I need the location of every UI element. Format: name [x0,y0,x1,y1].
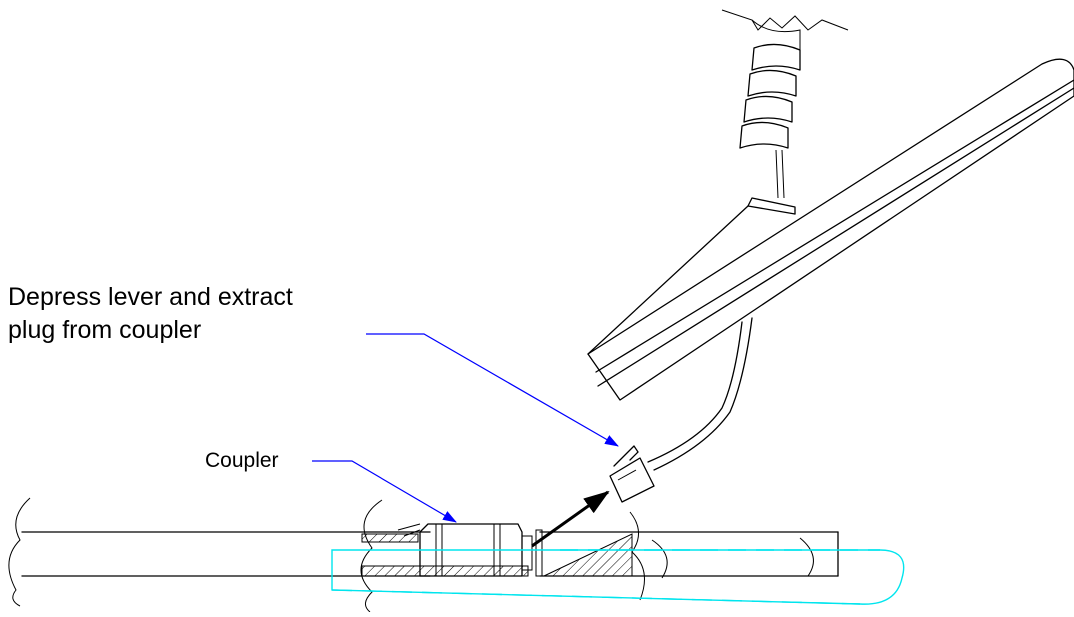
plug-cable [647,317,753,471]
plug [609,445,655,503]
extract-arrow [531,490,610,548]
callout-line-1: Depress lever and extract [8,283,293,311]
callout-coupler: Coupler [205,449,279,472]
callout-line-2: plug from coupler [8,316,202,344]
leader-depress-lever [366,333,619,447]
main-cable [8,497,839,613]
callout-depress-lever: Depress lever and extract plug from coup… [8,281,293,347]
hidden-outline [331,549,905,605]
leader-coupler [312,460,457,523]
hatched-wedge [543,533,633,577]
coiled-cord [721,9,849,199]
probe-handle [587,58,1074,401]
